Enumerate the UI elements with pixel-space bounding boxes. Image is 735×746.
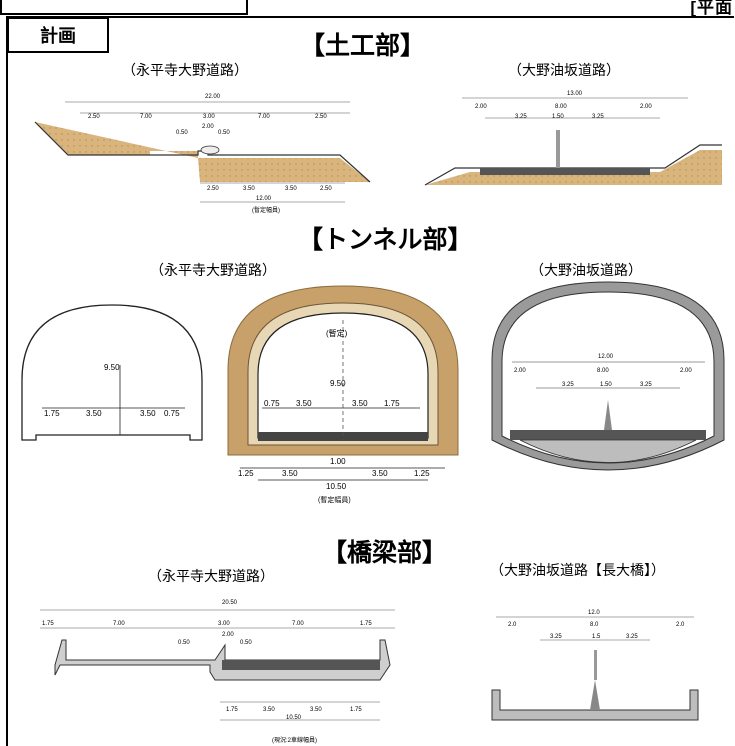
bridge-left-dim-c: 3.00: [218, 621, 230, 627]
tunnel-lined-provisional: (暫定幅員): [318, 495, 351, 504]
tunnel-lined-bot1: 1.25: [238, 469, 254, 478]
bridge-right-dim-e: 1.5: [592, 634, 601, 640]
tunnel-lined-dim-c: 3.50: [352, 399, 368, 408]
plan-tag: 計画: [7, 17, 109, 53]
tunnel-title: 【トンネル部】: [298, 226, 473, 254]
earthwork-right-dim-c: 2.00: [640, 104, 652, 110]
bridge-title: 【橋梁部】: [322, 539, 448, 567]
bridge-left-bot3: 3.50: [310, 707, 322, 713]
earthwork-left-dim-d: 7.00: [258, 114, 270, 120]
tunnel-lined-section: (暫定) 9.50 0.75 3.50 3.50 1.75 1.25 3.50 …: [227, 285, 459, 504]
page-frame: [6, 16, 734, 746]
tunnel-simple-dim-c: 3.50: [140, 409, 156, 418]
tunnel-lined-bot4: 3.50: [372, 469, 388, 478]
tunnel-right-caption: （大野油坂道路）: [530, 262, 642, 278]
earthwork-left-bot3: 3.50: [285, 186, 297, 192]
tunnel-right-dim-b: 8.00: [597, 368, 609, 374]
bridge-right-dim-f: 3.25: [626, 634, 638, 640]
bridge-right-dim-d: 3.25: [550, 634, 562, 640]
bridge-left-total: 20.50: [222, 600, 238, 606]
earthwork-left-dim-b: 7.00: [140, 114, 152, 120]
earthwork-left-dim-e: 2.50: [315, 114, 327, 120]
tunnel-right-dim-e: 1.50: [600, 382, 612, 388]
earthwork-right-total: 13.00: [567, 91, 583, 97]
tunnel-lined-height: 9.50: [330, 379, 346, 388]
earthwork-left-bot1: 2.50: [207, 186, 219, 192]
earthwork-right-dim-b: 8.00: [555, 104, 567, 110]
tunnel-simple-dim-d: 0.75: [164, 409, 180, 418]
earthwork-left-dim-f: 2.00: [202, 124, 214, 130]
earthwork-right-caption: （大野油坂道路）: [508, 62, 620, 78]
bridge-left-dim-a: 1.75: [42, 621, 54, 627]
bridge-left-section: 20.50 1.75 7.00 3.00 7.00 1.75 2.00 0.50…: [40, 600, 395, 744]
bridge-left-dim-g: 0.50: [178, 640, 190, 646]
earthwork-left-total: 22.00: [205, 94, 221, 100]
tunnel-simple-height: 9.50: [104, 363, 120, 372]
tunnel-lined-bot2: 3.50: [282, 469, 298, 478]
tunnel-lined-dim-b: 3.50: [296, 399, 312, 408]
earthwork-left-dim-g: 0.50: [176, 130, 188, 136]
bridge-right-dim-c: 2.0: [676, 622, 685, 628]
tunnel-right-dim-d: 3.25: [562, 382, 574, 388]
earthwork-left-bot-total: 12.00: [256, 196, 272, 202]
tunnel-right-dim-a: 2.00: [514, 368, 526, 374]
bridge-right-section: 12.0 2.0 8.0 2.0 3.25 1.5 3.25: [491, 610, 699, 721]
bridge-left-bot4: 1.75: [350, 707, 362, 713]
earthwork-left-provisional: (暫定幅員): [252, 206, 280, 214]
tunnel-lined-dim-a: 0.75: [264, 399, 280, 408]
earthwork-left-dim-c: 3.00: [203, 114, 215, 120]
earthwork-left-caption: （永平寺大野道路）: [122, 62, 248, 78]
earthwork-left-median: [200, 145, 220, 155]
corner-title: [平面: [690, 0, 733, 17]
tunnel-right-section: 12.00 2.00 8.00 2.00 3.25 1.50 3.25: [491, 281, 725, 471]
tunnel-lined-bot-total: 10.50: [326, 482, 347, 491]
tunnel-lined-bot5: 1.25: [414, 469, 430, 478]
bridge-left-dim-h: 0.50: [240, 640, 252, 646]
header-box: [0, 0, 248, 15]
bridge-left-dim-e: 1.75: [360, 621, 372, 627]
earthwork-left-bot4: 2.50: [320, 186, 332, 192]
tunnel-simple-dim-a: 1.75: [44, 409, 60, 418]
bridge-left-bot-total: 10.50: [286, 715, 302, 721]
earthwork-right-section: 13.00 2.00 8.00 2.00 3.25 1.50 3.25: [424, 91, 722, 186]
bridge-right-dim-b: 8.0: [590, 622, 599, 628]
tunnel-lined-bot3: 1.00: [330, 457, 346, 466]
bridge-right-dim-a: 2.0: [508, 622, 517, 628]
earthwork-right-dim-a: 2.00: [475, 104, 487, 110]
tunnel-lined-dim-d: 1.75: [384, 399, 400, 408]
tunnel-left-caption: （永平寺大野道路）: [150, 262, 276, 278]
bridge-right-caption: （大野油坂道路【長大橋】）: [490, 562, 665, 578]
bridge-left-dim-b: 7.00: [113, 621, 125, 627]
tunnel-lined-label-top: (暫定): [326, 328, 348, 338]
earthwork-left-embankment: [35, 122, 370, 182]
bridge-left-caption: （永平寺大野道路）: [148, 568, 274, 584]
earthwork-title: 【土工部】: [300, 32, 426, 60]
earthwork-right-dim-e: 1.50: [552, 114, 564, 120]
tunnel-right-dim-c: 2.00: [680, 368, 692, 374]
bridge-left-bot2: 3.50: [263, 707, 275, 713]
bridge-left-bot1: 1.75: [226, 707, 238, 713]
earthwork-right-dim-f: 3.25: [592, 114, 604, 120]
bridge-left-dim-d: 7.00: [292, 621, 304, 627]
earthwork-left-section: 22.00 2.50 7.00 3.00 7.00 2.50 2.00 0.50…: [34, 94, 371, 214]
earthwork-left-dim-a: 2.50: [88, 114, 100, 120]
tunnel-right-dim-f: 3.25: [640, 382, 652, 388]
tunnel-right-total: 12.00: [598, 354, 614, 360]
bridge-right-total: 12.0: [588, 610, 600, 616]
bridge-left-dim-f: 2.00: [222, 632, 234, 638]
earthwork-left-bot2: 3.50: [243, 186, 255, 192]
tunnel-simple-section: 9.50 1.75 3.50 3.50 0.75: [21, 304, 203, 441]
bridge-left-provisional: (現況:2車線幅員): [272, 736, 317, 744]
earthwork-left-dim-h: 0.50: [218, 130, 230, 136]
tunnel-simple-dim-b: 3.50: [86, 409, 102, 418]
earthwork-right-dim-d: 3.25: [515, 114, 527, 120]
